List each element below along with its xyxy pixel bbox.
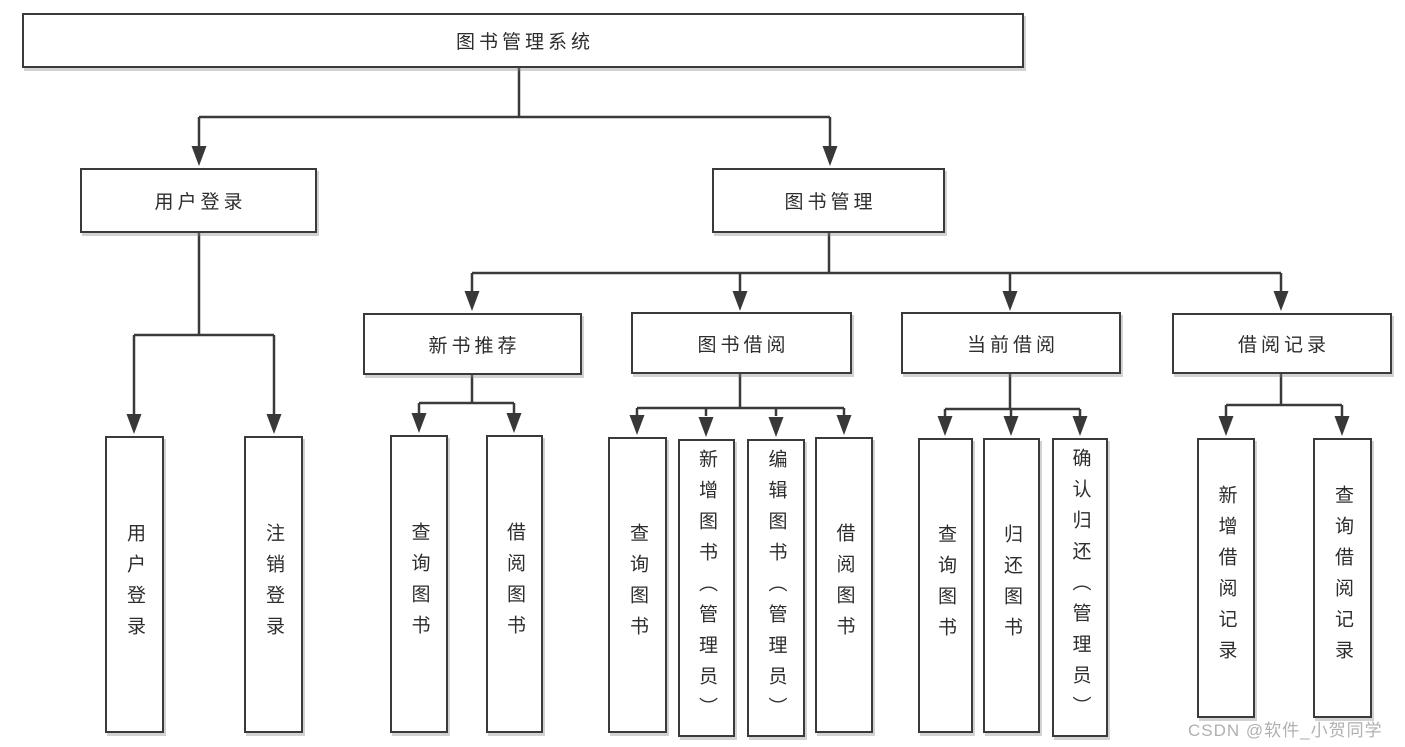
node-current-borrow: 当前借阅 xyxy=(901,312,1121,374)
arrowheads-book-borrow-children xyxy=(629,415,852,437)
arrowheads-level1 xyxy=(191,146,838,166)
leaf-borrow-book: 借阅图书 xyxy=(815,437,873,733)
arrowheads-current-borrow-children xyxy=(937,416,1088,436)
node-root-system-label: 图书管理系统 xyxy=(455,32,594,53)
node-book-management-label: 图书管理 xyxy=(784,192,877,213)
connector-book-borrow-children xyxy=(635,374,846,416)
leaf-add-book-admin-label: 新增图书（管理员） xyxy=(696,448,717,728)
leaf-return-book-label: 归还图书 xyxy=(1001,523,1022,648)
leaf-confirm-return-admin: 确认归还（管理员） xyxy=(1052,438,1108,737)
leaf-add-borrow-record: 新增借阅记录 xyxy=(1197,438,1255,718)
node-new-book-recommend-label: 新书推荐 xyxy=(428,335,521,357)
leaf-borrow-book-label: 借阅图书 xyxy=(833,523,855,647)
leaf-edit-book-admin-label: 编辑图书（管理员） xyxy=(765,448,787,728)
leaf-add-borrow-record-label: 新增借阅记录 xyxy=(1215,485,1237,671)
connector-root-to-level1 xyxy=(197,67,832,147)
leaf-query-book-current-label: 查询图书 xyxy=(935,523,956,648)
leaf-borrow-book-recommend: 借阅图书 xyxy=(486,435,543,733)
leaf-user-login-label: 用户登录 xyxy=(124,522,145,647)
leaf-add-book-admin: 新增图书（管理员） xyxy=(678,439,735,737)
leaf-query-book-recommend: 查询图书 xyxy=(390,435,448,733)
connector-user-login-children xyxy=(132,233,276,415)
leaf-logout-label: 注销登录 xyxy=(263,522,284,647)
node-book-borrow: 图书借阅 xyxy=(631,312,852,374)
leaf-query-book-borrow-label: 查询图书 xyxy=(627,523,648,647)
connector-borrow-record-children xyxy=(1224,374,1344,416)
leaf-query-borrow-record: 查询借阅记录 xyxy=(1313,438,1372,718)
arrowheads-user-login-children xyxy=(126,414,282,434)
node-user-login-label: 用户登录 xyxy=(154,192,247,213)
leaf-query-book-recommend-label: 查询图书 xyxy=(408,522,430,646)
leaf-confirm-return-admin-label: 确认归还（管理员） xyxy=(1069,448,1091,727)
leaf-query-borrow-record-label: 查询借阅记录 xyxy=(1332,485,1353,671)
node-borrow-records-label: 借阅记录 xyxy=(1237,335,1330,356)
leaf-borrow-book-recommend-label: 借阅图书 xyxy=(504,522,525,646)
node-book-management: 图书管理 xyxy=(712,168,945,233)
arrowheads-new-book-children xyxy=(411,413,522,433)
node-borrow-records: 借阅记录 xyxy=(1172,313,1392,374)
connector-new-book-children xyxy=(417,375,516,414)
leaf-query-book-borrow: 查询图书 xyxy=(608,437,667,733)
connector-current-borrow-children xyxy=(943,374,1082,417)
node-current-borrow-label: 当前借阅 xyxy=(966,334,1059,356)
arrowheads-book-mgmt-children xyxy=(464,291,1289,311)
leaf-user-login: 用户登录 xyxy=(105,436,164,733)
leaf-return-book: 归还图书 xyxy=(983,438,1040,733)
connector-book-mgmt-children xyxy=(470,233,1283,292)
node-root-system: 图书管理系统 xyxy=(22,13,1024,68)
leaf-query-book-current: 查询图书 xyxy=(918,438,973,733)
node-user-login: 用户登录 xyxy=(80,168,317,233)
node-new-book-recommend: 新书推荐 xyxy=(363,313,582,375)
node-book-borrow-label: 图书借阅 xyxy=(697,334,790,356)
leaf-logout: 注销登录 xyxy=(244,436,303,733)
leaf-edit-book-admin: 编辑图书（管理员） xyxy=(747,439,805,737)
csdn-watermark: CSDN @软件_小贺同学 xyxy=(1188,721,1383,740)
arrowheads-borrow-record-children xyxy=(1218,416,1350,436)
